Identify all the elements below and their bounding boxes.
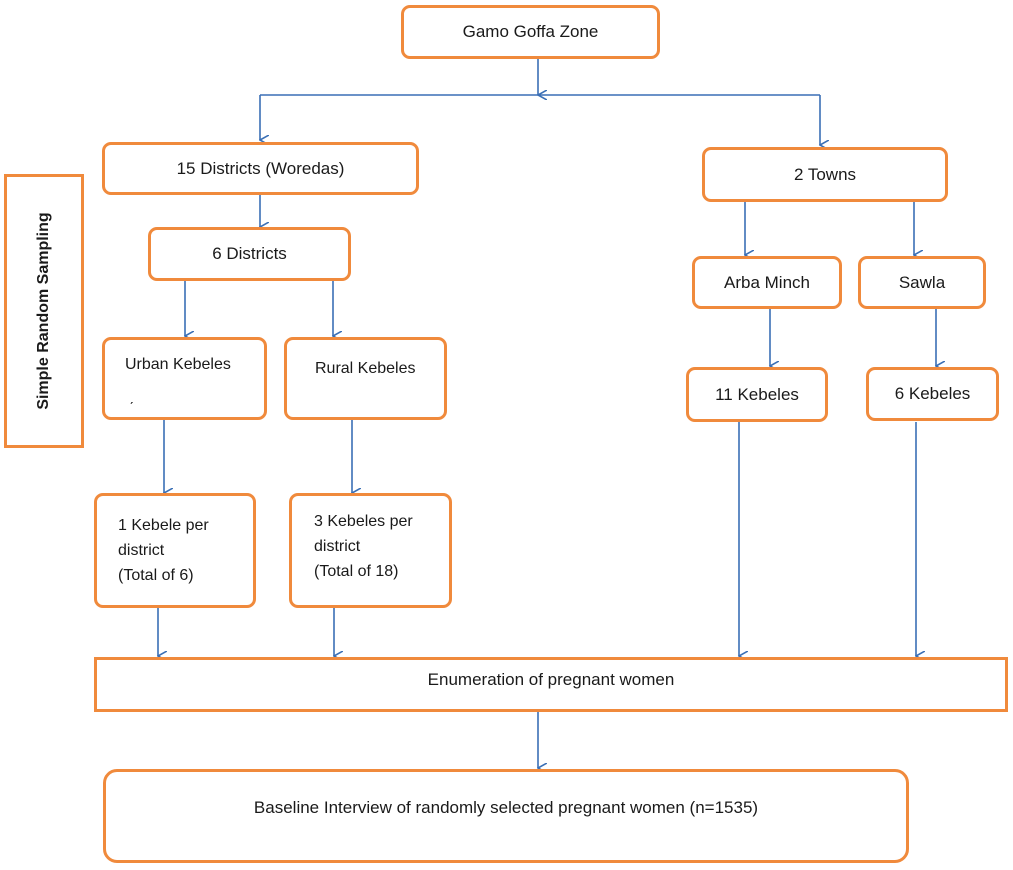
sawla-kebeles-box: 6 Kebeles xyxy=(866,367,999,421)
towns-box: 2 Towns xyxy=(702,147,948,202)
urban-selection-line2: district xyxy=(118,542,165,559)
gamo-goffa-zone-box: Gamo Goffa Zone xyxy=(401,5,660,59)
arba-minch-box: Arba Minch xyxy=(692,256,842,309)
urban-kebeles-label: Urban Kebeles xyxy=(125,356,231,373)
rural-selection-text: 3 Kebeles per district (Total of 18) xyxy=(314,509,413,584)
simple-random-sampling-box: Simple Random Sampling xyxy=(4,174,84,448)
enumeration-box: Enumeration of pregnant women xyxy=(94,657,1008,712)
rural-selection-line3: (Total of 18) xyxy=(314,563,399,580)
urban-selection-box: 1 Kebele per district (Total of 6) xyxy=(94,493,256,608)
urban-kebeles-mark: ˏ xyxy=(129,388,134,404)
simple-random-sampling-label: Simple Random Sampling xyxy=(35,212,52,410)
arba-minch-kebeles-box: 11 Kebeles xyxy=(686,367,828,422)
rural-kebeles-box: Rural Kebeles xyxy=(284,337,447,420)
baseline-box: Baseline Interview of randomly selected … xyxy=(103,769,909,863)
districts-selected-label: 6 Districts xyxy=(212,244,287,263)
sawla-kebeles-label: 6 Kebeles xyxy=(894,384,971,403)
enumeration-label: Enumeration of pregnant women xyxy=(427,669,675,689)
urban-selection-line3: (Total of 6) xyxy=(118,567,194,584)
gamo-goffa-zone-label: Gamo Goffa Zone xyxy=(462,22,599,41)
rural-selection-box: 3 Kebeles per district (Total of 18) xyxy=(289,493,452,608)
districts-selected-box: 6 Districts xyxy=(148,227,351,281)
urban-selection-line1: 1 Kebele per xyxy=(118,517,209,534)
arba-minch-label: Arba Minch xyxy=(724,272,810,292)
sawla-box: Sawla xyxy=(858,256,986,309)
rural-selection-line1: 3 Kebeles per xyxy=(314,513,413,530)
towns-label: 2 Towns xyxy=(793,164,857,184)
urban-selection-text: 1 Kebele per district (Total of 6) xyxy=(118,513,209,588)
rural-selection-line2: district xyxy=(314,538,361,555)
districts-all-box: 15 Districts (Woredas) xyxy=(102,142,419,195)
districts-all-label: 15 Districts (Woredas) xyxy=(176,158,345,178)
baseline-label: Baseline Interview of randomly selected … xyxy=(253,798,759,817)
arba-minch-kebeles-label: 11 Kebeles xyxy=(715,384,799,404)
rural-kebeles-label: Rural Kebeles xyxy=(315,360,416,377)
sawla-label: Sawla xyxy=(898,272,946,292)
urban-kebeles-box: Urban Kebeles ˏ xyxy=(102,337,267,420)
